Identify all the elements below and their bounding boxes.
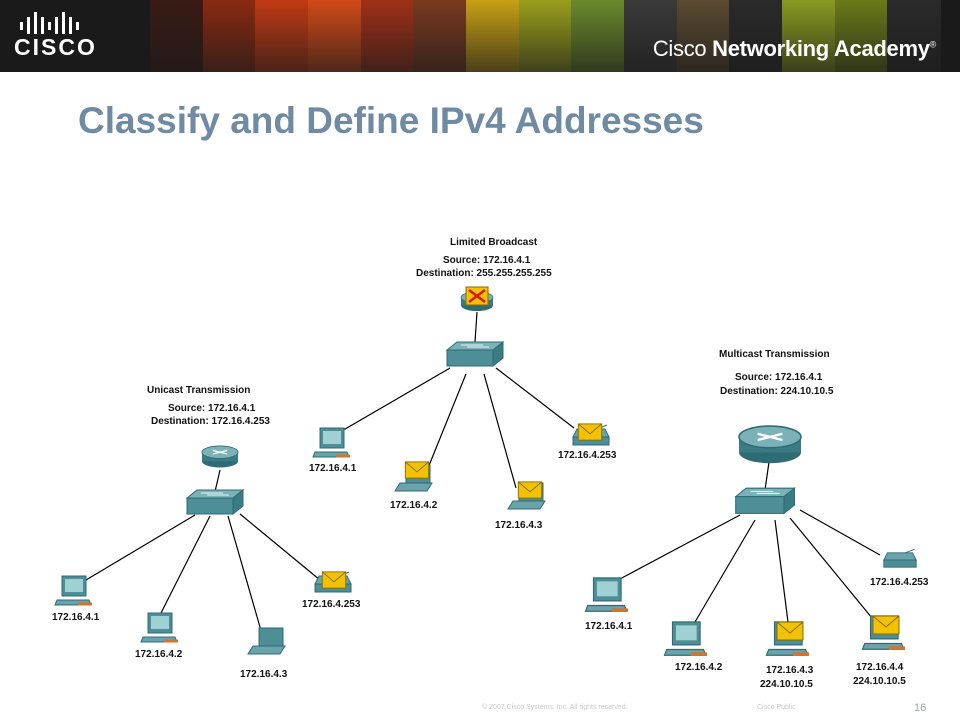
unicast-pc-icon [139,611,180,644]
unicast-host-label: 172.16.4.3 [240,669,288,680]
registered-mark: ® [929,39,937,50]
broadcast-host-label: 172.16.4.1 [309,463,357,474]
page-title: Classify and Define IPv4 Addresses [78,100,704,141]
unicast-host-label: 172.16.4.253 [302,599,361,610]
multicast-diagram: Multicast Transmission Source: 172.16.4.… [583,349,929,690]
academy-brand: Cisco Networking Academy® [652,36,937,62]
cisco-logo-text: CISCO [14,34,97,60]
envelope-icon [404,461,430,479]
photo-strip-segment [834,0,889,72]
academy-brand-name: Networking Academy [712,36,930,61]
photo-strip-segment [466,0,520,72]
multicast-host-label: 172.16.4.253 [870,577,929,588]
academy-brand-cisco: Cisco [652,36,707,61]
envelope-icon [577,423,603,441]
unicast-laptop-icon [247,627,286,655]
envelope-icon [517,481,543,499]
multicast-pc-icon [583,576,630,613]
photo-strip-segment [150,0,204,72]
broadcast-switch-icon [446,341,504,367]
broadcast-pc-icon [311,426,352,459]
multicast-source: Source: 172.16.4.1 [735,372,823,383]
envelope-icon [321,571,347,589]
multicast-router-icon [737,424,803,465]
unicast-heading: Unicast Transmission [147,385,250,396]
photo-strip-segment [729,0,783,72]
footer-copyright: © 2007 Cisco Systems, Inc. All rights re… [482,704,628,711]
photo-strip-segment [571,0,625,72]
broadcast-host-label: 172.16.4.253 [558,450,617,461]
unicast-pc-icon [53,574,94,607]
multicast-host-label: 172.16.4.1 [585,621,633,632]
header-banner: CISCO Cisco Networking Academy® [0,0,960,72]
multicast-printer-icon [883,548,917,568]
envelope-icon [872,615,900,635]
unicast-switch-icon [186,489,244,515]
broadcast-heading: Limited Broadcast [450,237,538,248]
broadcast-source: Source: 172.16.4.1 [443,255,531,266]
page-number: 16 [914,702,927,714]
multicast-host-label: 172.16.4.2 [675,662,723,673]
broadcast-host-label: 172.16.4.3 [495,520,543,531]
photo-strip-segment [413,0,467,72]
unicast-diagram: Unicast Transmission Source: 172.16.4.1 … [52,385,361,680]
cisco-logo: CISCO [14,12,124,62]
photo-strip-segment [518,0,573,72]
multicast-heading: Multicast Transmission [719,349,830,360]
photo-strip-segment [360,0,415,72]
multicast-group-label: 224.10.10.5 [853,676,906,687]
broadcast-host-label: 172.16.4.2 [390,500,438,511]
multicast-switch-icon [735,487,796,514]
photo-strip-segment [624,0,678,72]
unicast-host-label: 172.16.4.1 [52,612,100,623]
unicast-destination: Destination: 172.16.4.253 [151,416,270,427]
photo-strip-segment [887,0,941,72]
unicast-source: Source: 172.16.4.1 [168,403,256,414]
footer-classification: Cisco Public [757,704,796,711]
cisco-bars-icon [20,12,79,34]
unicast-router-icon [201,445,239,469]
broadcast-diagram: Limited Broadcast Source: 172.16.4.1 Des… [309,237,617,531]
photo-strip-segment [308,0,362,72]
multicast-host-label: 172.16.4.3 [766,665,814,676]
envelope-icon [776,621,804,641]
multicast-destination: Destination: 224.10.10.5 [720,386,834,397]
photo-strip-segment [202,0,257,72]
photo-strip-segment [255,0,309,72]
broadcast-destination: Destination: 255.255.255.255 [416,268,552,279]
multicast-host-label: 172.16.4.4 [856,662,904,673]
photo-strip-segment [676,0,731,72]
multicast-group-label: 224.10.10.5 [760,679,813,690]
broadcast-blocked-icon [465,286,489,306]
photo-strip-segment [782,0,836,72]
multicast-pc-icon [662,620,709,657]
unicast-host-label: 172.16.4.2 [135,649,183,660]
